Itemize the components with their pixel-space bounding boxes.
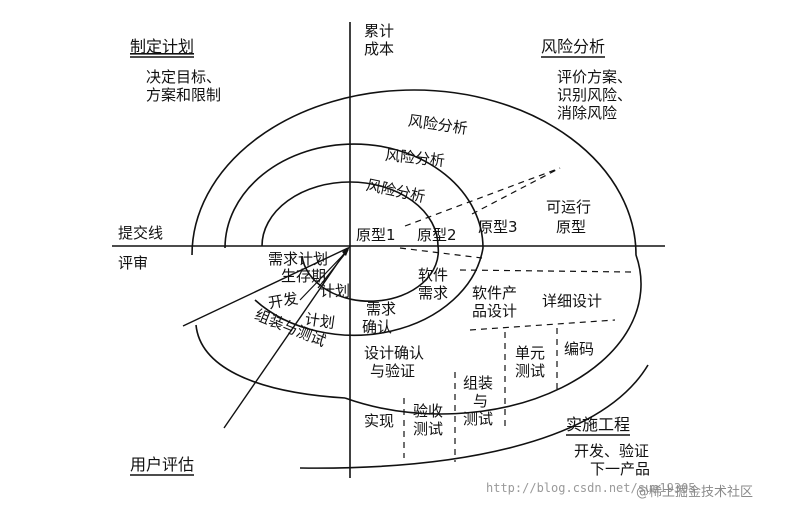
acceptance-test-2: 测试 [413, 420, 443, 438]
spiral-loop-outermost [195, 324, 649, 469]
development-label: 开发 [267, 289, 300, 312]
risk-line-1: 评价方案、 [557, 68, 632, 86]
review-label: 评审 [118, 254, 148, 272]
prototype-1: 原型1 [356, 226, 396, 244]
engineering-line-2: 下一产品 [590, 460, 650, 478]
runnable-prototype-1: 可运行 [546, 198, 591, 216]
lifecycle-plan-label: 计划 [320, 282, 350, 300]
runnable-prototype-2: 原型 [556, 218, 586, 236]
commit-line-label: 提交线 [118, 224, 163, 242]
plan-title: 制定计划 [130, 37, 194, 56]
watermark-site: @稀土掘金技术社区 [636, 484, 753, 500]
product-design-1: 软件产 [472, 284, 517, 302]
eng-dash-1 [399, 247, 483, 259]
risk-analysis-label-outer: 风险分析 [407, 112, 469, 138]
spiral-loop-inner [261, 181, 440, 303]
spiral-loop-outer [191, 89, 642, 415]
assemble-test-3: 测试 [463, 410, 493, 428]
software-requirements-2: 需求 [418, 284, 448, 302]
coding: 编码 [564, 340, 594, 358]
y-axis-label-2: 成本 [364, 40, 394, 58]
arrowhead-center [342, 246, 350, 256]
unit-test-1: 单元 [515, 344, 545, 362]
product-design-2: 品设计 [472, 302, 517, 320]
engineering-line-1: 开发、验证 [574, 442, 649, 460]
plan-arrow-1 [299, 249, 349, 301]
prototype-2: 原型2 [417, 226, 457, 244]
plan-line-2: 方案和限制 [146, 86, 221, 104]
design-verify-2: 与验证 [370, 362, 415, 380]
risk-dash-1 [404, 167, 561, 227]
lifecycle-label: 生存期 [281, 267, 326, 285]
requirements-plan: 需求计划 [268, 250, 328, 268]
plan-arrow-2 [317, 249, 349, 289]
engineering-title: 实施工程 [566, 415, 630, 434]
risk-title: 风险分析 [541, 37, 605, 56]
implementation: 实现 [364, 412, 394, 430]
evaluate-line [223, 247, 349, 429]
detailed-design: 详细设计 [542, 292, 602, 310]
unit-test-2: 测试 [515, 362, 545, 380]
risk-line-2: 识别风险、 [557, 86, 632, 104]
development-plan-label: 计划 [304, 310, 336, 332]
plan-line-1: 决定目标、 [146, 68, 221, 86]
risk-line-3: 消除风险 [557, 104, 617, 122]
risk-analysis-label-inner: 风险分析 [365, 176, 427, 206]
assemble-test-1: 组装 [463, 374, 493, 392]
y-axis-label-1: 累计 [364, 22, 394, 40]
eng-dash-3 [469, 319, 616, 331]
commit-line [182, 247, 349, 327]
eng-dash-2 [459, 269, 633, 273]
evaluate-title: 用户评估 [130, 455, 194, 474]
spiral-loop-middle [224, 143, 484, 337]
prototype-3: 原型3 [478, 218, 518, 236]
software-requirements-1: 软件 [418, 266, 448, 284]
assemble-test-2: 与 [473, 392, 488, 410]
requirements-confirm-2: 确认 [362, 318, 392, 336]
requirements-confirm-1: 需求 [366, 300, 396, 318]
risk-analysis-label-middle: 风险分析 [384, 146, 446, 170]
acceptance-test-1: 验收 [413, 402, 443, 420]
risk-dash-2 [471, 167, 561, 215]
design-verify-1: 设计确认 [364, 344, 424, 362]
watermark-url: http://blog.csdn.net/sun19305 [486, 481, 696, 495]
